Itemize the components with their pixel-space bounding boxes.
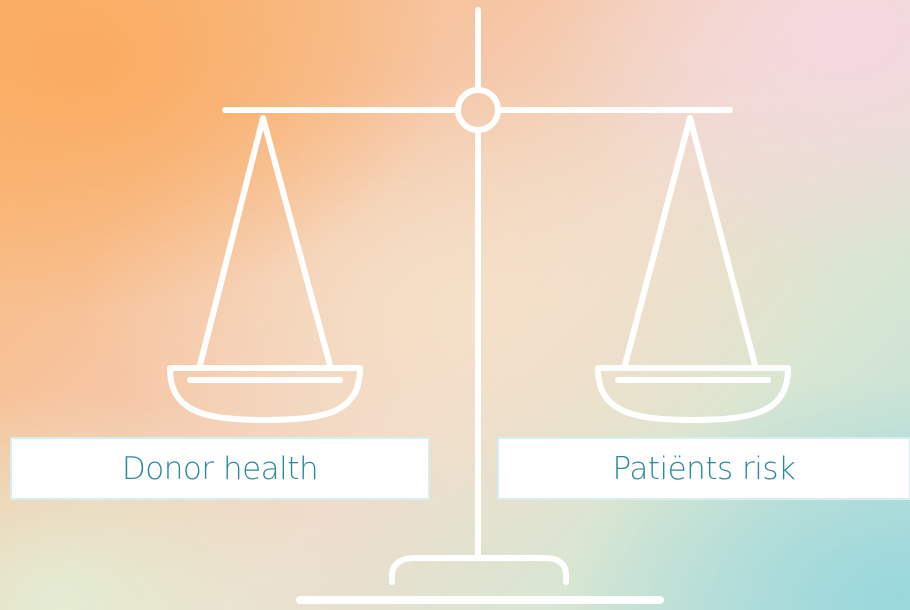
patients-risk-label: Patiënts risk: [497, 437, 910, 500]
right-string-b: [687, 115, 758, 368]
left-pan: [167, 365, 363, 423]
scale-base-arch: [389, 555, 569, 585]
right-string-a: [622, 115, 693, 368]
left-string-b: [260, 115, 333, 368]
donor-health-text: Donor health: [121, 450, 319, 487]
scale-pivot: [455, 87, 501, 133]
right-pan: [595, 365, 791, 423]
left-string-a: [197, 115, 266, 368]
donor-health-label: Donor health: [10, 437, 430, 500]
patients-risk-text: Patiënts risk: [612, 450, 796, 487]
